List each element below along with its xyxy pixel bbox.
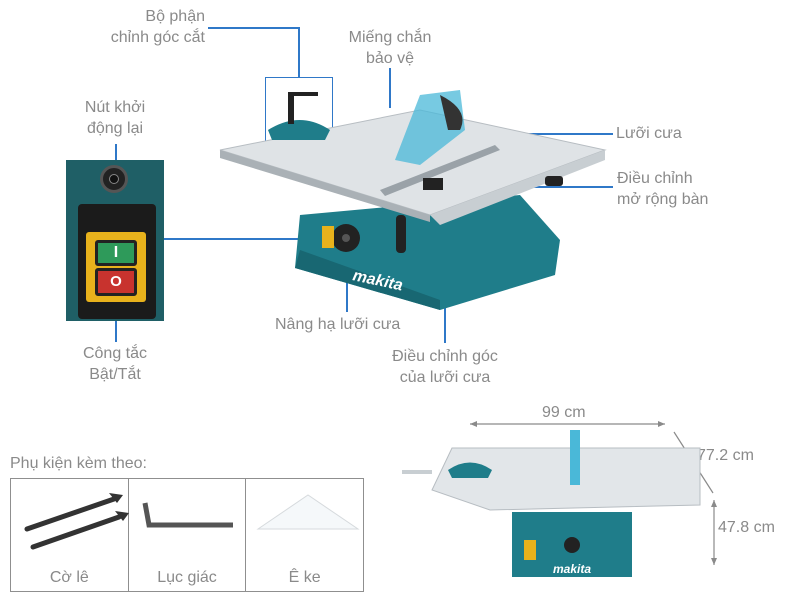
on-button[interactable]: I — [95, 240, 137, 266]
accessory-label: Cờ lê — [49, 569, 89, 586]
callout-blade-angle: Điều chỉnh góc của lưỡi cưa — [392, 348, 498, 386]
callout-saw-blade: Lưỡi cưa — [616, 125, 682, 142]
set-square-icon — [256, 494, 360, 530]
accessories-table: Cờ lê Lục giác Ê ke — [10, 478, 364, 592]
leader-line — [389, 68, 391, 108]
accessory-label: Lục giác — [157, 569, 217, 586]
accessories-title: Phụ kiện kèm theo: — [10, 455, 147, 472]
reset-button-icon[interactable] — [100, 165, 128, 193]
wrench-icon — [24, 493, 129, 550]
callout-bevel-fence: Bộ phận chỉnh góc cắt — [110, 8, 205, 46]
dimension-height: 47.8 cm — [718, 519, 775, 536]
dimension-width: 99 cm — [542, 404, 586, 421]
dimension-depth: 77.2 cm — [697, 447, 754, 464]
leader-line — [164, 238, 320, 240]
leader-line — [115, 300, 117, 342]
callout-reset-button: Nút khởi động lại — [84, 99, 146, 137]
accessory-set-square: Ê ke — [246, 479, 363, 591]
switch-housing: I O — [86, 232, 146, 302]
callout-blade-guard: Miếng chắn bảo vệ — [348, 29, 432, 67]
leader-line — [298, 27, 300, 77]
hex-key-icon — [142, 502, 233, 528]
callout-table-extension: Điều chỉnh mở rộng bàn — [617, 170, 709, 208]
svg-text:makita: makita — [553, 562, 591, 576]
switch-panel-closeup: I O — [66, 160, 164, 321]
off-button[interactable]: O — [95, 268, 137, 296]
accessory-label: Ê ke — [288, 569, 321, 586]
leader-line — [208, 27, 299, 29]
accessory-wrench: Cờ lê — [11, 479, 129, 591]
accessory-hex-key: Lục giác — [129, 479, 247, 591]
callout-power-switch: Công tắc Bật/Tắt — [82, 345, 148, 383]
callout-blade-height: Nâng hạ lưỡi cưa — [275, 316, 401, 333]
